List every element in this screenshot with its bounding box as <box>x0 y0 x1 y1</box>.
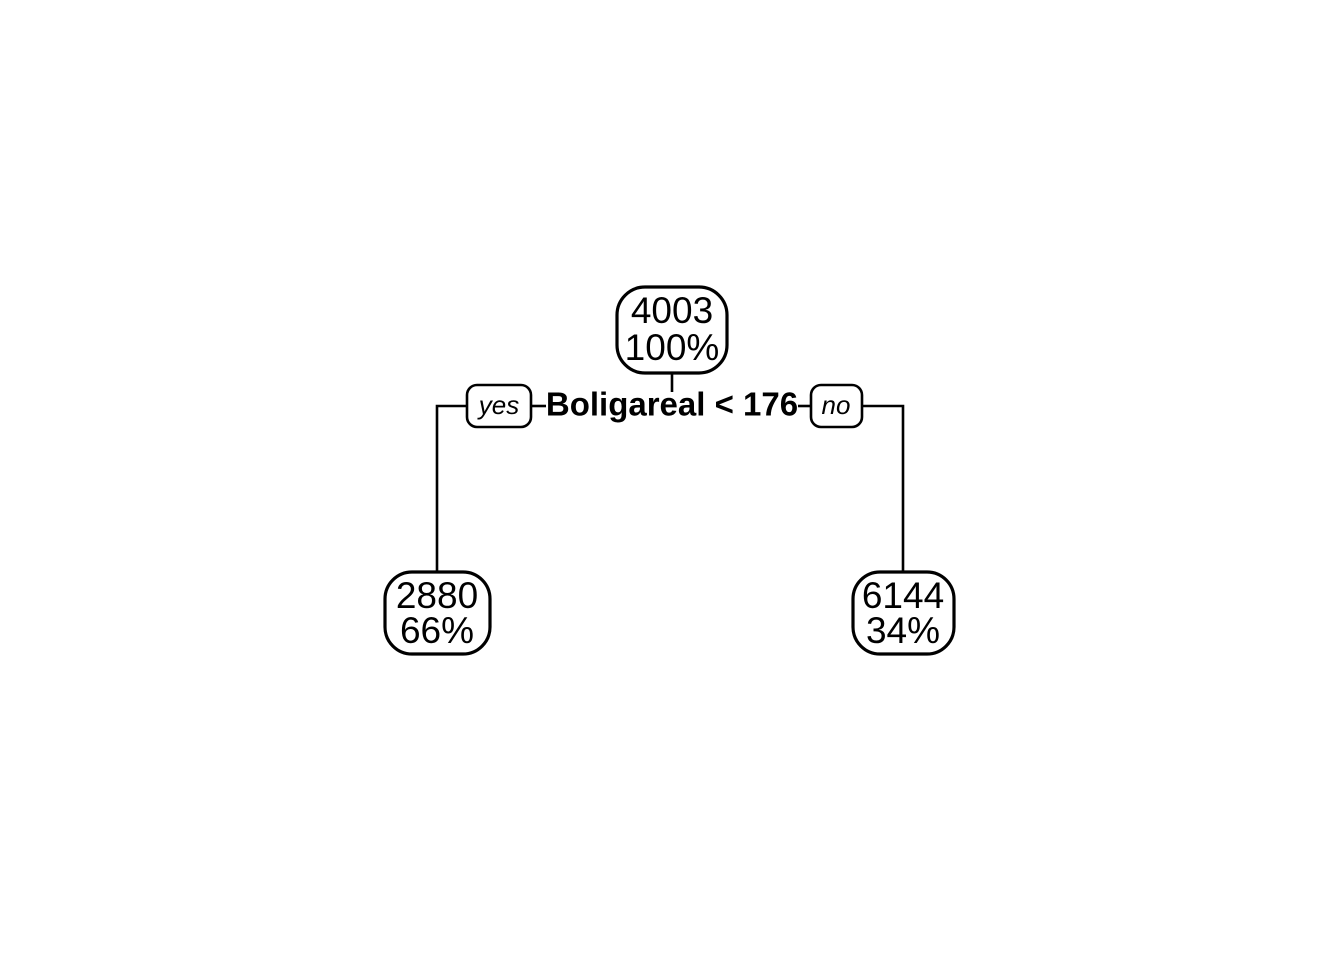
yes-answer-shape <box>465 383 533 429</box>
split-condition-label: Boligareal < 176 <box>546 386 798 423</box>
node-leaf-left-shape <box>383 570 492 656</box>
node-leaf-right-percent: 34% <box>866 610 940 651</box>
yes-answer-label: yes <box>477 390 519 420</box>
node-root-shape <box>615 285 729 375</box>
node-root[interactable]: 4003 100% <box>615 285 729 375</box>
node-leaf-right-shape <box>851 570 956 656</box>
node-leaf-right[interactable]: 6144 34% <box>851 570 956 656</box>
node-leaf-left[interactable]: 2880 66% <box>383 570 492 656</box>
node-root-percent: 100% <box>625 327 720 368</box>
split-label-group[interactable]: Boligareal < 176 yes no <box>465 383 864 429</box>
yes-answer-box[interactable]: yes <box>465 383 533 429</box>
no-answer-box[interactable]: no <box>809 383 864 429</box>
no-answer-shape <box>809 383 864 429</box>
node-leaf-left-value: 2880 <box>396 575 478 616</box>
yes-branch-connector <box>435 404 467 572</box>
node-root-value: 4003 <box>631 290 713 331</box>
node-leaf-right-value: 6144 <box>862 575 944 616</box>
no-answer-label: no <box>822 390 851 420</box>
node-leaf-left-percent: 66% <box>400 610 474 651</box>
connectors-group <box>435 373 905 572</box>
no-branch-connector <box>862 404 905 572</box>
